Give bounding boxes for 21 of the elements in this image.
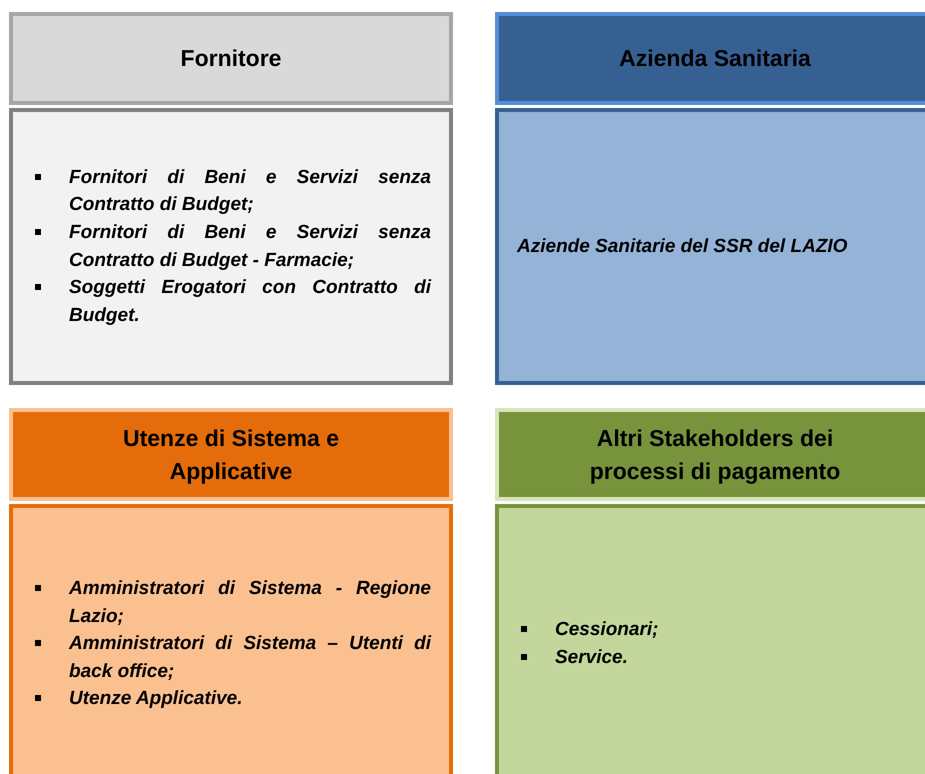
bullet-item: Soggetti Erogatori con Contratto di Budget. xyxy=(69,276,431,328)
bullet-item: Cessionari; xyxy=(555,618,660,642)
content-panel xyxy=(495,108,925,385)
bullet-item: Amministratori di Sistema – Utenti di back office; xyxy=(69,632,431,684)
content-panel xyxy=(495,504,925,774)
bullet-item: Utenze Applicative. xyxy=(69,687,244,712)
header-box xyxy=(495,408,925,501)
box-heading: Fornitore xyxy=(180,44,282,74)
box-heading: Azienda Sanitaria xyxy=(619,44,811,74)
bullet-item: Service. xyxy=(555,646,629,670)
header-box xyxy=(9,12,453,105)
bullet-item: Amministratori di Sistema - Regione Lazio; xyxy=(69,577,431,629)
header-box xyxy=(495,12,925,105)
bullet-item: Fornitori di Beni e Servizi senza Contratto di Budget; xyxy=(69,166,431,218)
panel-text: Aziende Sanitarie del SSR del LAZIO xyxy=(516,234,848,259)
content-panel xyxy=(9,108,453,385)
content-panel xyxy=(9,504,453,774)
box-heading: Utenze di Sistema e Applicative xyxy=(122,424,340,486)
header-box xyxy=(9,408,453,501)
bullet-item: Fornitori di Beni e Servizi senza Contratto di Budget - Farmacie; xyxy=(69,220,431,272)
box-heading: Altri Stakeholders dei processi di pagamento xyxy=(588,424,842,486)
